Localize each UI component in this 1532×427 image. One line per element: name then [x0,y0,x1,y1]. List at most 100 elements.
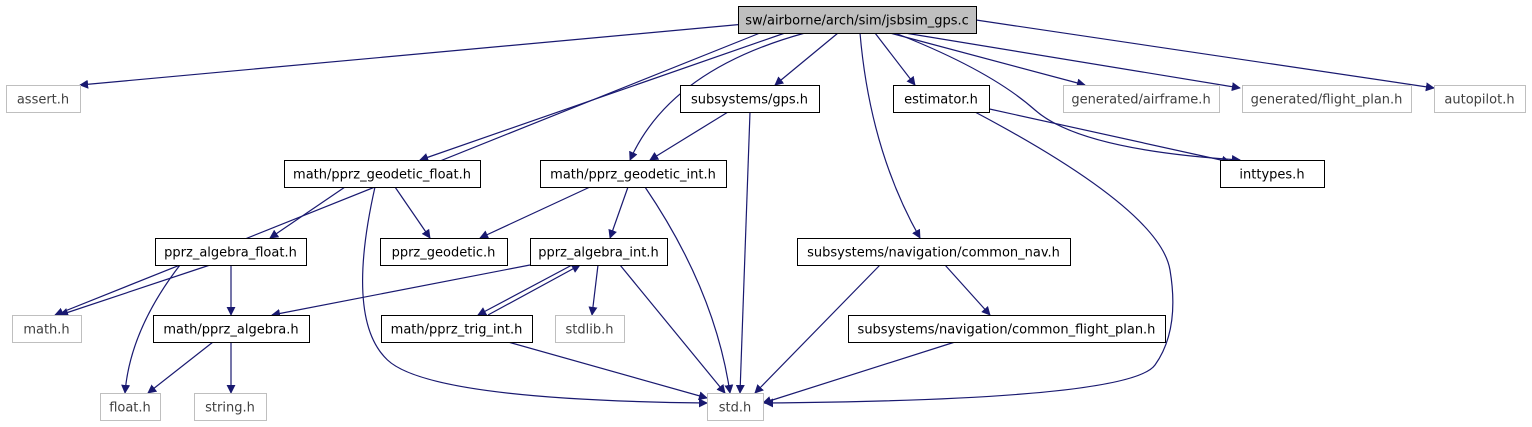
edge-trig_int-to-alg_int [487,264,581,316]
nodes-layer: sw/airborne/arch/sim/jsbsim_gps.c assert.… [6,6,1526,421]
node-string[interactable]: string.h [194,393,267,421]
node-box [530,238,668,266]
node-pprz-algebra[interactable]: math/pprz_algebra.h [153,315,310,343]
node-box [893,85,990,113]
edge-pprz_algebra-to-float [147,341,214,394]
node-label: subsystems/navigation/common_flight_plan… [858,323,1156,338]
node-box [1063,85,1220,113]
node-label: string.h [205,401,255,416]
node-box [707,393,764,421]
node-box [1220,160,1325,188]
node-label: inttypes.h [1239,168,1304,183]
node-float[interactable]: float.h [100,393,161,421]
edge-root-to-geo_int [629,32,806,161]
node-label: generated/airframe.h [1071,93,1210,108]
node-label: sw/airborne/arch/sim/jsbsim_gps.c [745,14,969,29]
node-trig-int[interactable]: math/pprz_trig_int.h [381,315,533,343]
edge-common_nav-to-common_fp [944,264,991,316]
node-box [1242,85,1412,113]
node-box [155,238,307,266]
node-label: subsystems/gps.h [691,93,808,108]
node-box [797,238,1071,266]
node-label: pprz_geodetic.h [392,246,496,261]
node-box [100,393,161,421]
edge-geo_int-to-std [644,186,734,394]
edge-geo_int-to-alg_int [608,186,629,239]
node-inttypes[interactable]: inttypes.h [1220,160,1325,188]
node-gen-airframe[interactable]: generated/airframe.h [1063,85,1220,113]
node-std[interactable]: std.h [707,393,764,421]
node-alg-int[interactable]: pprz_algebra_int.h [530,238,668,266]
node-pprz-geodetic[interactable]: pprz_geodetic.h [380,238,508,266]
edge-alg_int-to-trig_int [477,264,573,316]
node-label: generated/flight_plan.h [1251,93,1403,108]
node-assert[interactable]: assert.h [6,85,81,113]
edge-root-to-inttypes [894,32,1241,164]
node-box [381,315,533,343]
edge-root-to-geo_float [419,32,786,162]
node-box [680,85,820,113]
node-label: std.h [719,401,752,416]
edge-common_fp-to-std [762,341,956,405]
node-label: math/pprz_trig_int.h [391,323,523,338]
edge-estimator-to-inttypes [984,107,1231,165]
edge-geo_float-to-std [362,186,708,408]
edges-layer [54,19,1435,408]
edge-root-to-gen_flight [904,32,1241,92]
node-math[interactable]: math.h [12,315,82,343]
node-stdlib[interactable]: stdlib.h [555,315,625,343]
edge-geo_int-to-pprz_geodetic [479,186,591,239]
edge-alg_float-to-math [59,264,211,317]
edge-root-to-gen_airframe [889,32,1086,88]
node-box [380,238,508,266]
node-box [194,393,267,421]
edge-root-to-autopilot [975,19,1435,92]
edge-root-to-estimator [874,32,916,86]
edge-root-to-sub_gps [774,32,839,86]
node-label: math/pprz_algebra.h [163,323,298,338]
node-box [1434,85,1526,113]
edge-sub_gps-to-geo_int [649,111,729,161]
node-label: pprz_algebra_int.h [538,246,658,261]
node-geo-float[interactable]: math/pprz_geodetic_float.h [284,160,481,188]
node-label: float.h [109,401,151,416]
edge-geo_float-to-pprz_geodetic [394,186,431,239]
edge-trig_int-to-std [507,341,708,401]
edge-common_nav-to-std [754,264,881,394]
edge-root-to-common_nav [859,32,921,239]
node-root[interactable]: sw/airborne/arch/sim/jsbsim_gps.c [738,6,977,34]
node-common-nav[interactable]: subsystems/navigation/common_nav.h [797,238,1071,266]
node-estimator[interactable]: estimator.h [893,85,990,113]
node-label: math.h [23,323,69,338]
node-label: stdlib.h [566,323,614,338]
node-box [540,160,727,188]
edge-alg_int-to-stdlib [588,264,599,316]
node-geo-int[interactable]: math/pprz_geodetic_int.h [540,160,727,188]
node-label: autopilot.h [1444,93,1514,108]
node-label: math/pprz_geodetic_float.h [293,168,471,183]
node-label: subsystems/navigation/common_nav.h [807,246,1060,261]
edge-geo_float-to-alg_float [269,186,346,239]
edge-alg_int-to-std [619,264,726,394]
node-label: pprz_algebra_float.h [164,246,297,261]
node-box [153,315,310,343]
node-label: estimator.h [904,93,978,108]
edge-alg_float-to-float [121,264,181,394]
node-box [284,160,481,188]
node-box [6,85,81,113]
edge-estimator-to-std [764,111,1174,408]
node-label: math/pprz_geodetic_int.h [550,168,716,183]
node-common-fp[interactable]: subsystems/navigation/common_flight_plan… [848,315,1166,343]
edge-alg_int-to-pprz_algebra [271,264,531,318]
node-label: assert.h [17,93,69,108]
node-alg-float[interactable]: pprz_algebra_float.h [155,238,307,266]
node-box [12,315,82,343]
node-sub-gps[interactable]: subsystems/gps.h [680,85,820,113]
node-box [555,315,625,343]
node-box [848,315,1166,343]
edge-root-to-assert [79,23,746,89]
edge-sub_gps-to-std [735,111,751,394]
node-autopilot[interactable]: autopilot.h [1434,85,1526,113]
node-gen-flight[interactable]: generated/flight_plan.h [1242,85,1412,113]
